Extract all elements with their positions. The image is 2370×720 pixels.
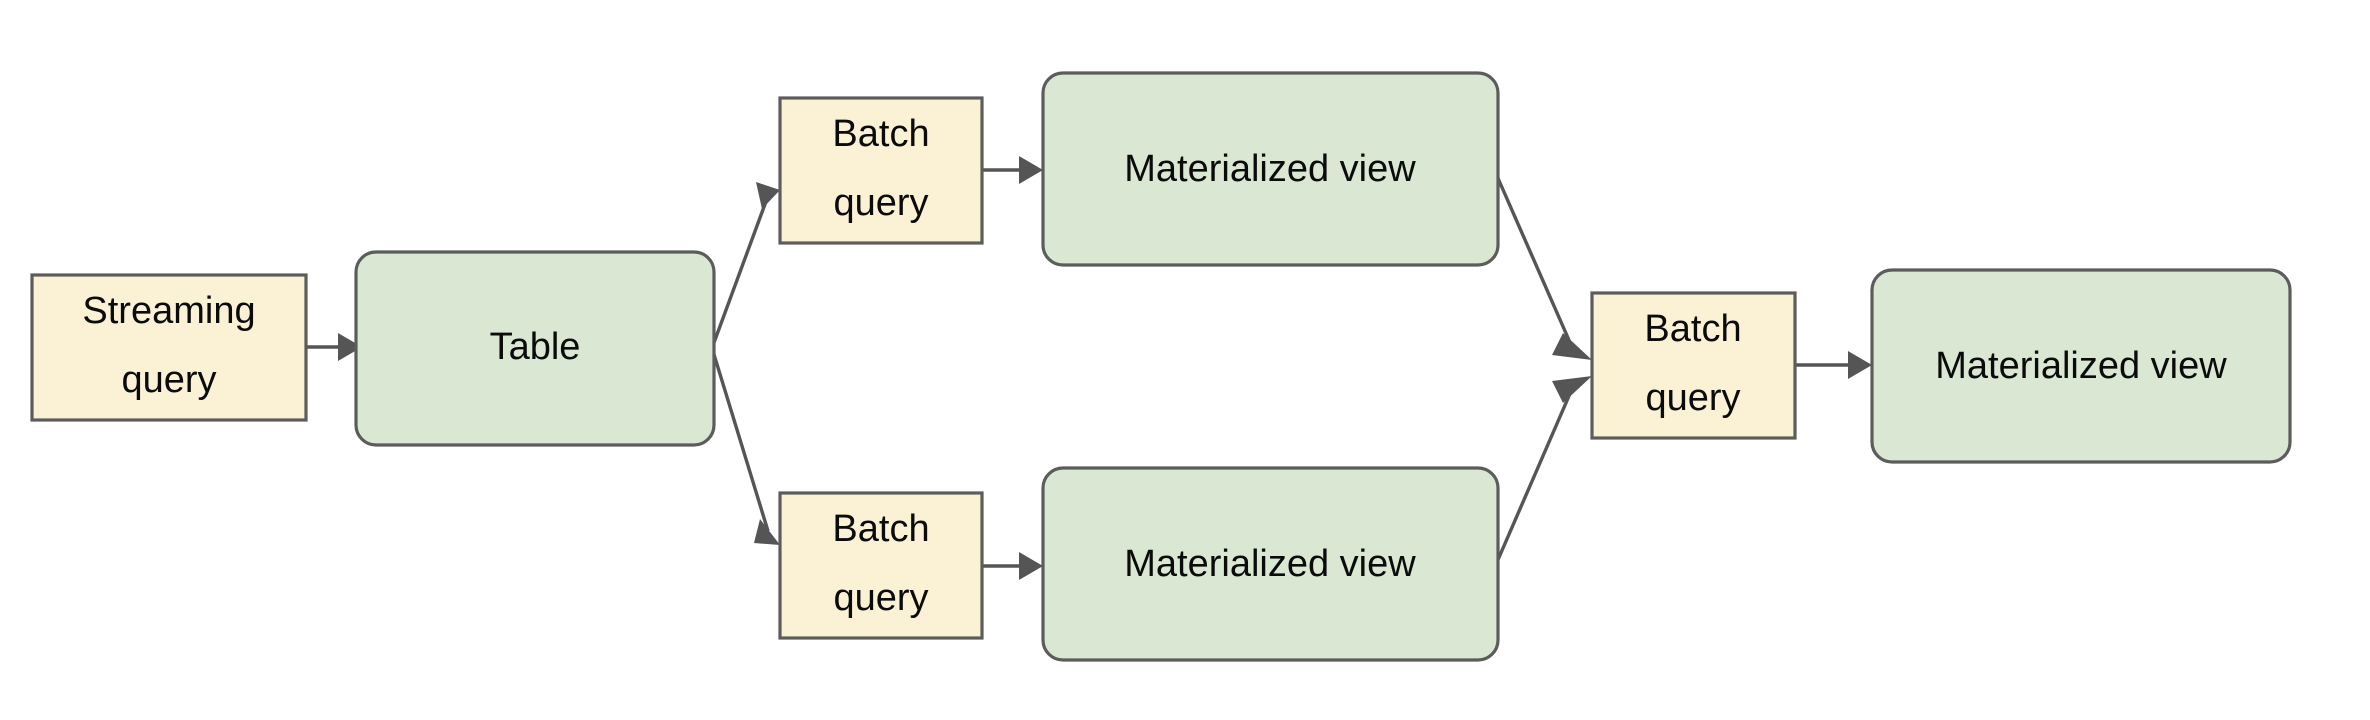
edge-batch-query-bottom-to-materialized-view-bottom (982, 552, 1043, 580)
materialized-view-bottom-box[interactable] (1041, 466, 1500, 662)
node-batch-query-merge[interactable]: Batch query (1590, 291, 1797, 440)
streaming-query-label-line1: Streaming (82, 290, 255, 332)
batch-query-bottom-box[interactable] (778, 491, 984, 640)
edge-batch-query-top-to-materialized-view-top (982, 156, 1043, 184)
streaming-query-box[interactable] (30, 273, 308, 422)
edge-batch-query-merge-to-materialized-view-final (1795, 351, 1872, 379)
batch-query-top-label-line1: Batch (832, 113, 929, 155)
batch-query-top-label-line2: query (833, 182, 928, 224)
edge-streaming-query-to-table (306, 333, 362, 361)
materialized-view-final-label: Materialized view (1935, 345, 2227, 387)
table-label: Table (490, 326, 581, 368)
edge-layer (306, 156, 1872, 580)
batch-query-merge-label-line2: query (1645, 377, 1740, 419)
edge-table-to-batch-query-bottom (710, 347, 780, 545)
node-table[interactable]: Table (354, 250, 716, 447)
batch-query-top-box[interactable] (778, 96, 984, 245)
batch-query-merge-box[interactable] (1590, 291, 1797, 440)
edge-materialized-view-top-to-batch-query-merge (1495, 175, 1592, 360)
batch-query-bottom-label-line2: query (833, 577, 928, 619)
materialized-view-top-box[interactable] (1041, 71, 1500, 267)
edge-table-to-batch-query-top (710, 182, 780, 349)
node-layer: Streaming query Table Batch query Materi… (30, 71, 2292, 662)
node-streaming-query[interactable]: Streaming query (30, 273, 308, 422)
node-batch-query-top[interactable]: Batch query (778, 96, 984, 245)
materialized-view-top-label: Materialized view (1124, 148, 1416, 190)
batch-query-merge-label-line1: Batch (1644, 308, 1741, 350)
node-materialized-view-bottom[interactable]: Materialized view (1041, 466, 1500, 662)
node-materialized-view-final[interactable]: Materialized view (1870, 268, 2292, 464)
materialized-view-bottom-label: Materialized view (1124, 543, 1416, 585)
node-batch-query-bottom[interactable]: Batch query (778, 491, 984, 640)
batch-query-bottom-label-line1: Batch (832, 508, 929, 550)
streaming-query-label-line2: query (121, 359, 216, 401)
materialized-view-final-box[interactable] (1870, 268, 2292, 464)
table-box[interactable] (354, 250, 716, 447)
edge-materialized-view-bottom-to-batch-query-merge (1495, 376, 1592, 563)
node-materialized-view-top[interactable]: Materialized view (1041, 71, 1500, 267)
